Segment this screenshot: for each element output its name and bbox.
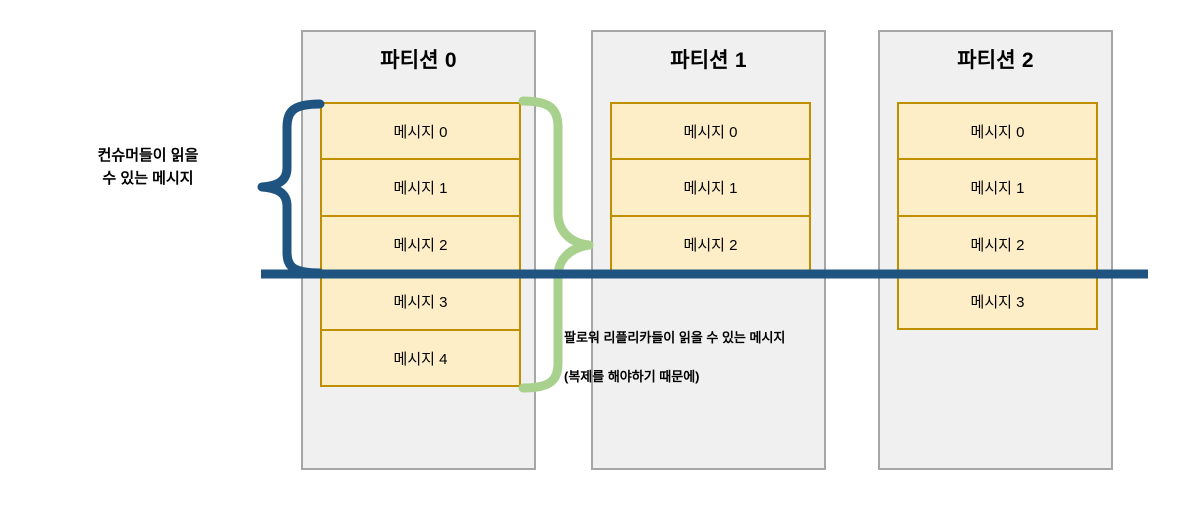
consumer-readable-line1: 컨슈머들이 읽을 [97, 147, 199, 164]
partition-title-0: 파티션 0 [380, 49, 457, 72]
message-box: 메시지 2 [897, 216, 1098, 273]
follower-readable-line2: (복제를 해야하기 때문에) [564, 368, 700, 384]
message-box: 메시지 2 [610, 216, 811, 273]
message-stack-1: 메시지 0 메시지 1 메시지 2 [610, 102, 811, 273]
consumer-readable-line2: 수 있는 메시지 [102, 170, 194, 188]
message-box: 메시지 2 [320, 216, 521, 273]
message-stack-0: 메시지 0 메시지 1 메시지 2 메시지 3 메시지 4 [320, 102, 521, 387]
message-box: 메시지 1 [610, 159, 811, 216]
follower-readable-line1: 팔로워 리플리카들이 읽을 수 있는 메시지 [564, 329, 786, 345]
message-box: 메시지 0 [320, 102, 521, 159]
message-box: 메시지 4 [320, 330, 521, 387]
message-stack-2: 메시지 0 메시지 1 메시지 2 메시지 3 [897, 102, 1098, 330]
message-box: 메시지 1 [320, 159, 521, 216]
message-box: 메시지 3 [897, 273, 1098, 330]
partition-title-1: 파티션 1 [670, 49, 747, 72]
message-box: 메시지 0 [897, 102, 1098, 159]
consumer-readable-annotation: 컨슈머들이 읽을 수 있는 메시지 [48, 144, 248, 191]
follower-readable-annotation: 팔로워 리플리카들이 읽을 수 있는 메시지 (복제를 해야하기 때문에) [564, 308, 894, 386]
message-box: 메시지 3 [320, 273, 521, 330]
partition-title-2: 파티션 2 [957, 49, 1034, 72]
message-box: 메시지 0 [610, 102, 811, 159]
message-box: 메시지 1 [897, 159, 1098, 216]
